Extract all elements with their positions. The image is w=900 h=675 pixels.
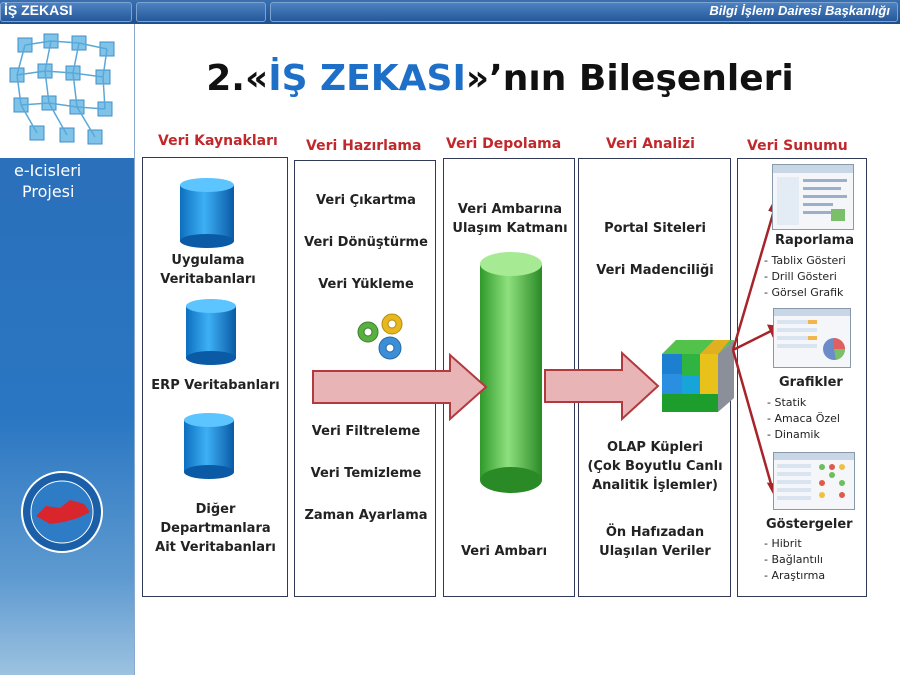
list-item: - Bağlantılı [764, 553, 823, 566]
dashboard-preview-icon [774, 453, 854, 500]
list-item: Veri Çıkartma [316, 193, 416, 208]
report-preview-icon [773, 165, 853, 225]
list-item: - Hibrit [764, 537, 802, 550]
group-list: - Hibrit - Bağlantılı - Araştırma [764, 536, 825, 584]
list-item: - Statik [767, 396, 807, 409]
cache-label: Ön Hafızadan Ulaşılan Veriler [599, 525, 711, 559]
list-item: Veri Dönüştürme [304, 235, 428, 250]
project-name: e-Icisleri Projesi [14, 160, 81, 202]
list-item: Veri Temizleme [310, 466, 422, 481]
group-title: Göstergeler [766, 517, 853, 532]
group-title: Raporlama [775, 233, 854, 248]
column-title-sources: Veri Kaynakları [158, 133, 278, 149]
prep-top-list: Veri Çıkartma Veri Dönüştürme Veri Yükle… [295, 190, 437, 295]
column-title-storage: Veri Depolama [446, 136, 562, 152]
warehouse-cylinder-icon [480, 252, 542, 493]
list-item: - Dinamik [767, 428, 820, 441]
list-item: - Drill Gösteri [764, 270, 837, 283]
source-item: Uygulama Veritabanları [160, 253, 256, 287]
list-item: Veri Madenciliği [596, 263, 714, 278]
group-title: Grafikler [779, 375, 843, 390]
title-suffix: »’nın Bileşenleri [465, 58, 794, 99]
title-highlight: İŞ ZEKASI [268, 58, 466, 99]
project-line-2: Projesi [22, 182, 75, 201]
list-item: Portal Siteleri [604, 221, 706, 236]
database-icon [180, 178, 234, 248]
brand-label: İŞ ZEKASI [4, 2, 73, 18]
top-bar-segment [0, 2, 132, 22]
list-item: - Tablix Gösteri [764, 254, 846, 267]
olap-cube-icon [662, 340, 734, 412]
source-item: Diğer Departmanlara Ait Veritabanları [155, 502, 276, 555]
database-icon [186, 299, 236, 365]
list-item: - Araştırma [764, 569, 826, 582]
chart-thumbnail [773, 308, 851, 368]
top-bar-segment [136, 2, 266, 22]
list-item: Veri Filtreleme [311, 424, 421, 439]
logo-box [0, 24, 135, 158]
analysis-list: Portal Siteleri Veri Madenciliği [580, 218, 730, 281]
list-item: - Görsel Grafik [764, 286, 844, 299]
database-icon [184, 413, 234, 479]
prep-bottom-list: Veri Filtreleme Veri Temizleme Zaman Aya… [295, 421, 437, 526]
network-cubes-icon [9, 33, 115, 145]
column-title-analysis: Veri Analizi [606, 136, 695, 152]
access-layer-label: Veri Ambarına Ulaşım Katmanı [452, 202, 568, 236]
olap-label: OLAP Küpleri (Çok Boyutlu Canlı Analitik… [587, 440, 723, 493]
page-title: 2.«İŞ ZEKASI»’nın Bileşenleri [150, 58, 850, 99]
list-item: - Amaca Özel [767, 412, 840, 425]
group-list: - Tablix Gösteri - Drill Gösteri - Görse… [764, 253, 846, 301]
group-list: - Statik - Amaca Özel - Dinamik [767, 395, 840, 443]
chart-preview-icon [774, 309, 850, 360]
list-item: Zaman Ayarlama [304, 508, 428, 523]
dashboard-thumbnail [773, 452, 855, 510]
warehouse-label: Veri Ambarı [460, 544, 548, 559]
institution-seal-icon [21, 471, 103, 553]
title-prefix: 2.« [206, 58, 269, 99]
flow-arrow [312, 352, 488, 422]
report-thumbnail [772, 164, 854, 230]
gears-icon [357, 313, 403, 360]
source-item: ERP Veritabanları [151, 378, 280, 393]
column-title-presentation: Veri Sunumu [747, 138, 848, 154]
top-bar-segment [270, 2, 898, 22]
list-item: Veri Yükleme [318, 277, 414, 292]
flow-arrow [544, 350, 660, 422]
panel-presentation [737, 158, 867, 597]
project-line-1: e-Icisleri [14, 161, 82, 180]
department-label: Bilgi İşlem Dairesi Başkanlığı [709, 3, 890, 18]
column-title-prep: Veri Hazırlama [306, 138, 422, 154]
